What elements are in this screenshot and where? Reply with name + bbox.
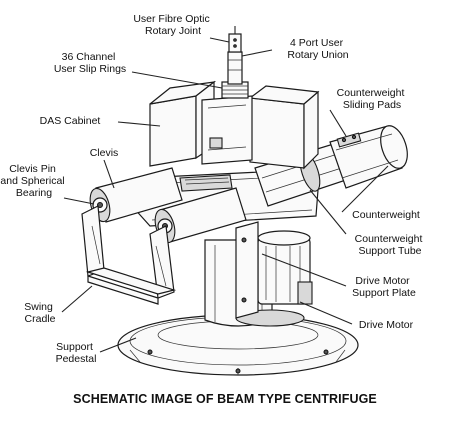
label-cw-tube: Counterweight Support Tube xyxy=(355,233,426,257)
counterweight xyxy=(329,125,408,189)
label-swing-cradle: Swing Cradle xyxy=(24,301,56,325)
support-pedestal xyxy=(117,239,359,376)
label-clevis-pin: Clevis Pin and Spherical Bearing xyxy=(0,163,67,199)
label-clevis: Clevis xyxy=(90,147,119,159)
counterweight-sliding-pads xyxy=(336,132,362,148)
swing-arm-tubes xyxy=(89,167,247,244)
rotary-union xyxy=(227,51,243,85)
label-slip-rings: 36 Channel User Slip Rings xyxy=(54,51,126,75)
label-fibre-optic: User Fibre Optic Rotary Joint xyxy=(133,13,212,37)
label-das-cabinet: DAS Cabinet xyxy=(40,115,101,127)
label-pedestal: Support Pedestal xyxy=(56,341,97,365)
leader-lines xyxy=(61,37,389,353)
swing-cradle xyxy=(81,205,177,305)
label-counterweight: Counterweight xyxy=(352,209,420,221)
das-cabinet xyxy=(149,80,320,170)
drive-motor xyxy=(257,230,313,305)
fibre-optic-joint xyxy=(228,26,242,53)
label-cw-pads: Counterweight Sliding Pads xyxy=(337,87,408,111)
figure-caption: SCHEMATIC IMAGE OF BEAM TYPE CENTRIFUGE xyxy=(73,392,377,406)
drive-motor-support-plate xyxy=(235,221,259,319)
label-drive-motor: Drive Motor xyxy=(359,319,414,331)
label-motor-plate: Drive Motor Support Plate xyxy=(352,275,416,299)
callout-labels: User Fibre Optic Rotary Joint 4 Port Use… xyxy=(0,13,426,365)
label-rotary-union: 4 Port User Rotary Union xyxy=(287,37,348,61)
